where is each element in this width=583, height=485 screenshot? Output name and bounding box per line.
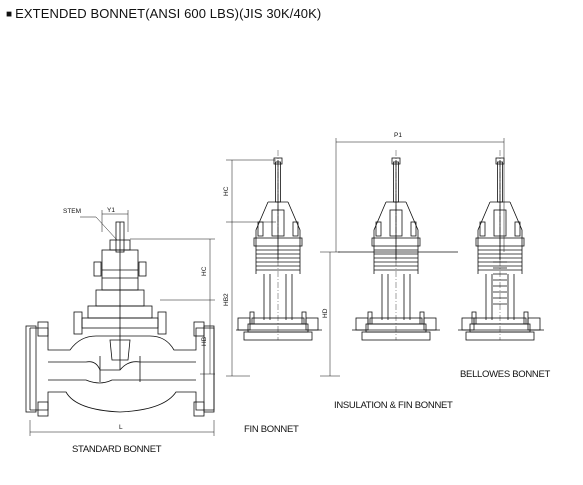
fin-bonnet-label: FIN BONNET — [244, 424, 299, 435]
insulation-dimensions — [320, 138, 505, 377]
standard-dimensions — [29, 210, 215, 436]
fin-bonnet-view — [236, 150, 322, 341]
dim-p1: P1 — [394, 132, 402, 139]
dim-l: L — [119, 424, 123, 431]
dim-hb: HB — [201, 336, 208, 346]
standard-bonnet-view — [25, 221, 215, 417]
insulation-fin-bonnet-view — [338, 150, 458, 341]
bellows-bonnet-view — [458, 150, 544, 341]
stem-callout: STEM — [63, 208, 82, 215]
dim-hc: HC — [201, 266, 208, 276]
page-title: ■EXTENDED BONNET(ANSI 600 LBS)(JIS 30K/4… — [6, 6, 321, 21]
title-text: EXTENDED BONNET(ANSI 600 LBS)(JIS 30K/40… — [15, 6, 322, 21]
standard-bonnet-label: STANDARD BONNET — [72, 444, 162, 455]
fin-dimensions — [226, 159, 276, 377]
dim-hd: HD — [322, 308, 329, 318]
dim-y1: Y1 — [107, 207, 115, 214]
dim-hc-top: HC — [223, 186, 230, 196]
insulation-fin-bonnet-label: INSULATION & FIN BONNET — [334, 400, 453, 411]
bullet-square-icon: ■ — [6, 9, 13, 20]
dim-hb2: HB2 — [223, 293, 230, 306]
bellows-bonnet-label: BELLOWES BONNET — [460, 369, 550, 380]
